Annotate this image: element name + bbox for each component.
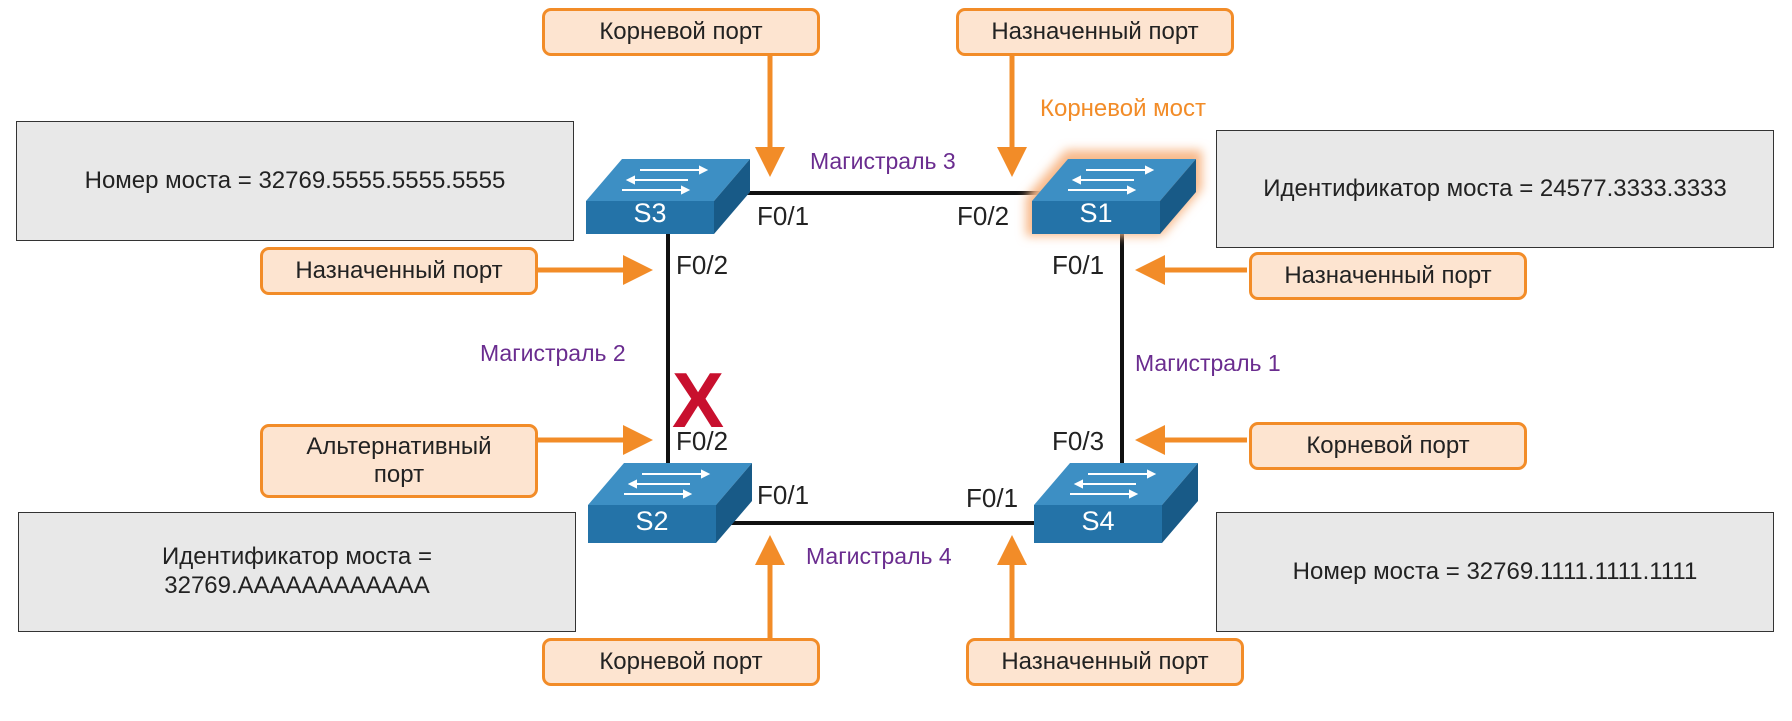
switch-s3-icon <box>586 159 750 234</box>
blocked-x-icon: X <box>672 356 724 444</box>
switch-s2-icon <box>588 463 752 543</box>
label-s1-designated-top: Назначенный порт <box>956 8 1234 56</box>
trunk-4-label: Магистраль 4 <box>806 543 952 569</box>
switch-s1-name: S1 <box>1079 198 1112 228</box>
info-box-s1: Идентификатор моста = 24577.3333.3333 <box>1216 130 1774 248</box>
switch-s4-name: S4 <box>1081 506 1114 536</box>
info-box-s4: Номер моста = 32769.1111.1111.1111 <box>1216 512 1774 632</box>
trunk-3-label: Магистраль 3 <box>810 148 956 174</box>
port-s4-f0-1: F0/1 <box>966 483 1019 513</box>
port-s2-f0-1: F0/1 <box>757 480 810 510</box>
trunk-2-label: Магистраль 2 <box>480 340 626 366</box>
info-box-s2: Идентификатор моста = 32769.AAAAAAAAAAAA <box>18 512 576 632</box>
switch-s3-name: S3 <box>633 198 666 228</box>
switch-s1-icon <box>1026 150 1202 236</box>
port-s3-f0-2: F0/2 <box>676 250 729 280</box>
switch-s2-name: S2 <box>635 506 668 536</box>
label-s2-root-port: Корневой порт <box>542 638 820 686</box>
info-box-s3: Номер моста = 32769.5555.5555.5555 <box>16 121 574 241</box>
root-bridge-label: Корневой мост <box>1040 95 1207 122</box>
port-s4-f0-3: F0/3 <box>1052 426 1105 456</box>
label-s3-root-port: Корневой порт <box>542 8 820 56</box>
port-s2-f0-2: F0/2 <box>676 426 729 456</box>
trunk-1-label: Магистраль 1 <box>1135 350 1281 376</box>
switch-s4-icon <box>1034 463 1198 543</box>
port-s1-f0-2: F0/2 <box>957 201 1010 231</box>
port-s3-f0-1: F0/1 <box>757 201 810 231</box>
port-s1-f0-1: F0/1 <box>1052 250 1105 280</box>
label-s2-alternate: Альтернативный порт <box>260 424 538 498</box>
label-s3-designated: Назначенный порт <box>260 247 538 295</box>
label-s4-root-port: Корневой порт <box>1249 422 1527 470</box>
label-s4-designated-bottom: Назначенный порт <box>966 638 1244 686</box>
label-s1-designated-right: Назначенный порт <box>1249 252 1527 300</box>
